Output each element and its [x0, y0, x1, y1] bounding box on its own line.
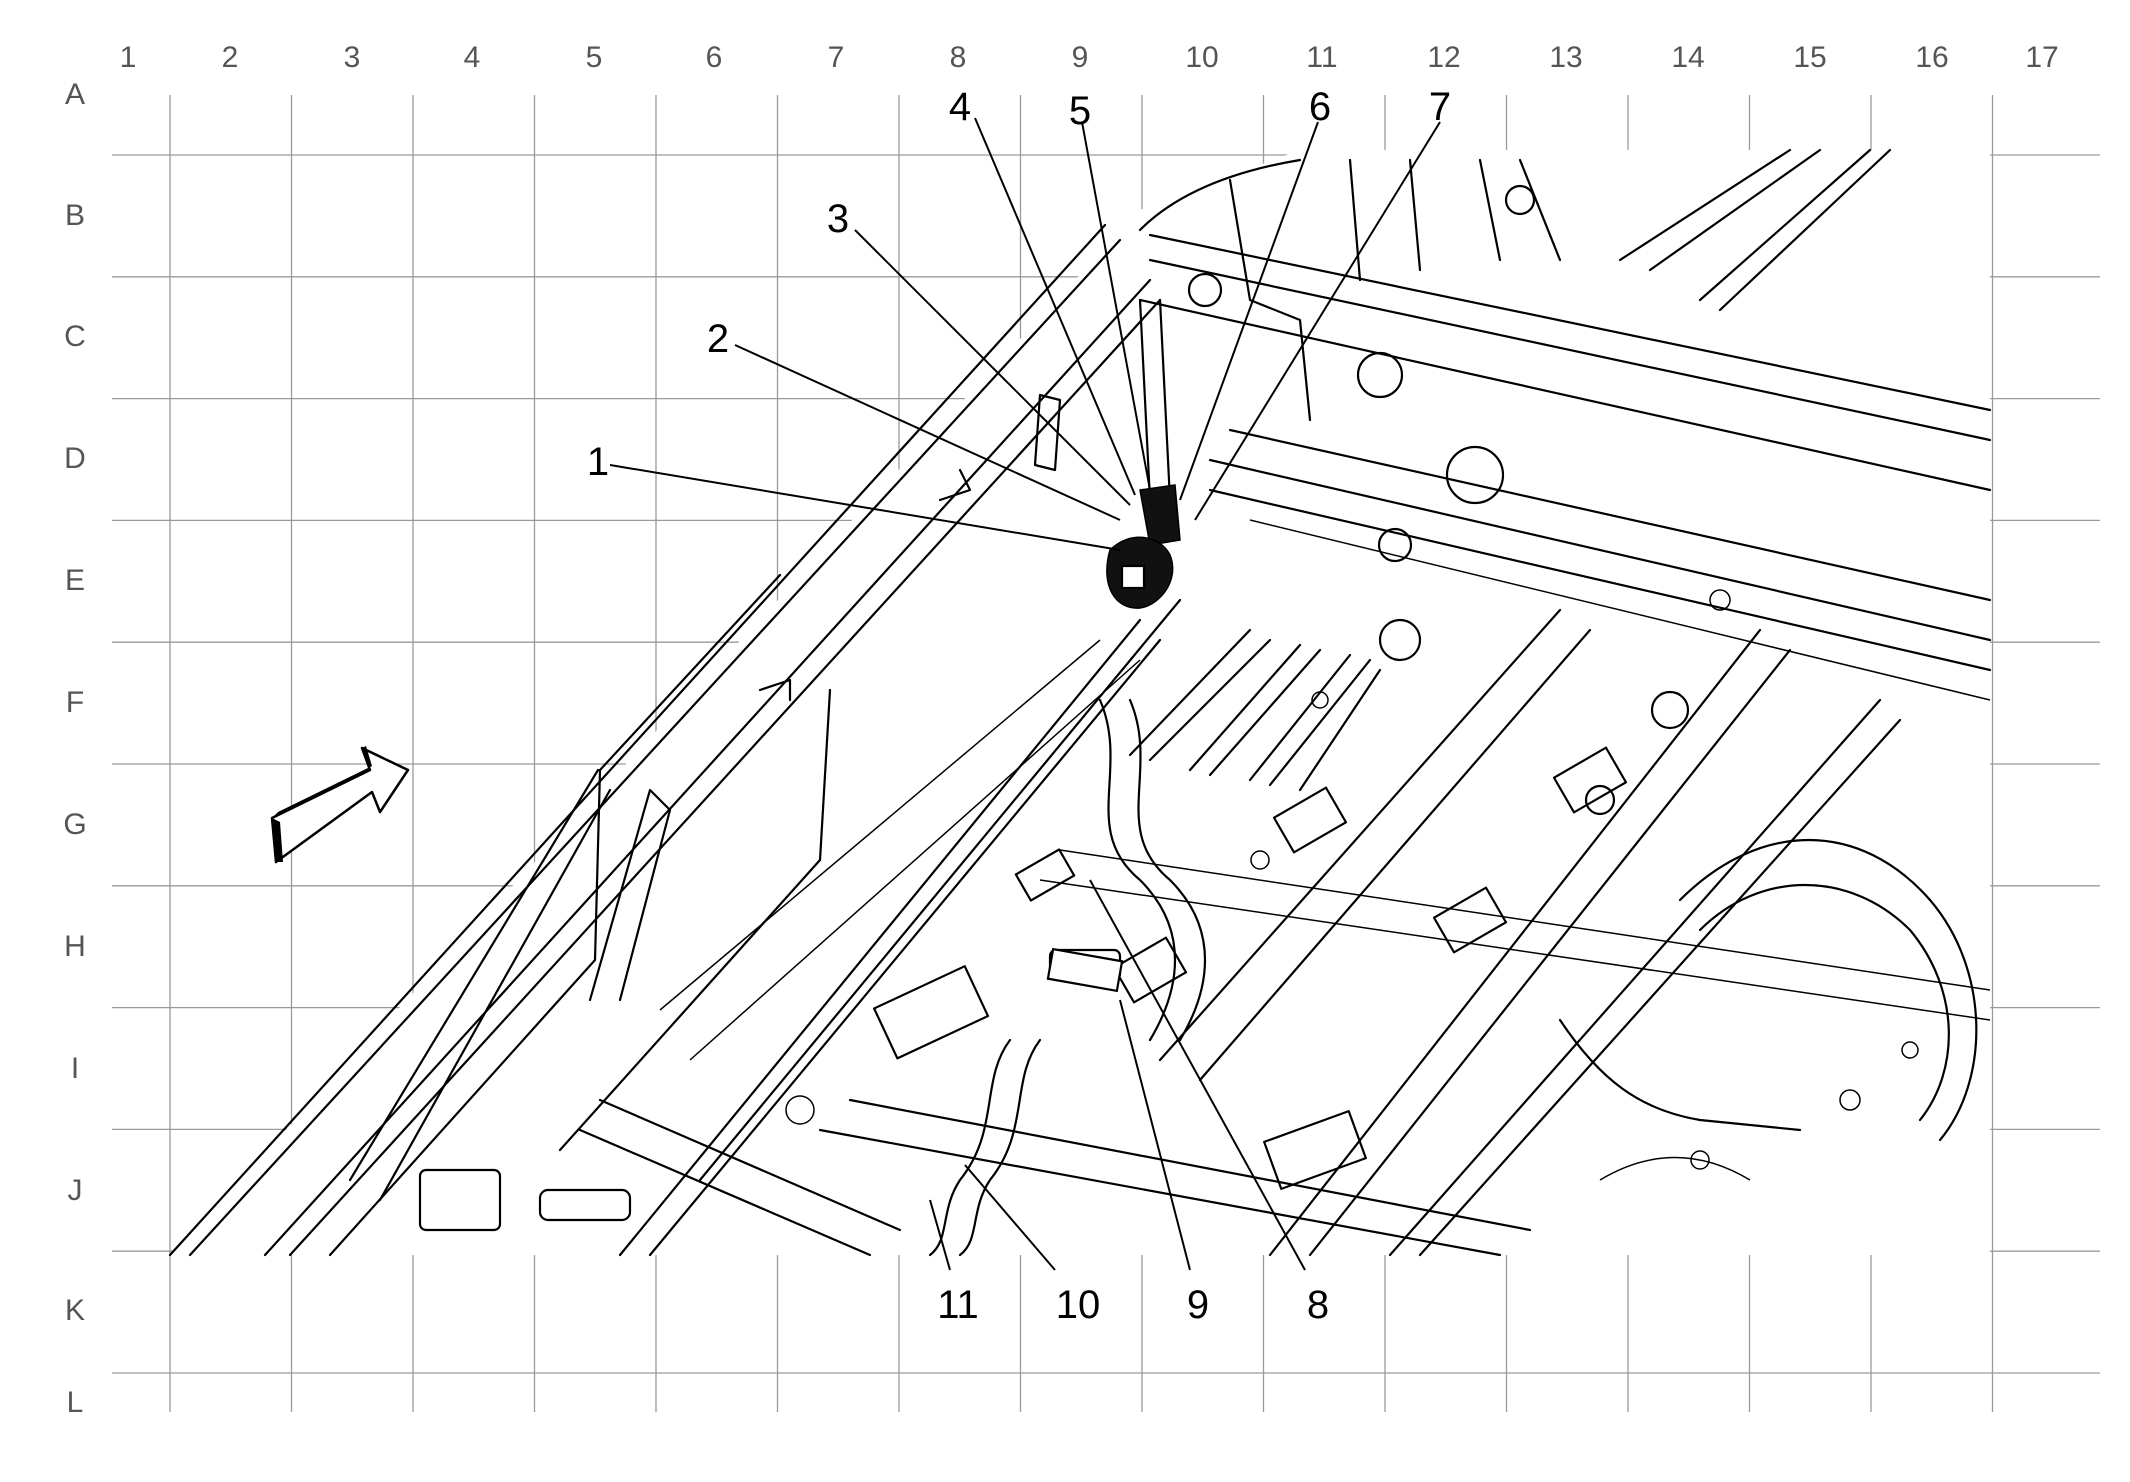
callout-3: 3	[827, 197, 849, 241]
callout-4: 4	[949, 85, 971, 129]
leader-11	[929, 1199, 951, 1271]
leader-10	[964, 1164, 1056, 1271]
grid-row-label: K	[65, 1294, 85, 1327]
grid-row-label: F	[66, 686, 84, 719]
grid-row-label: G	[63, 808, 86, 841]
grid-row-label: H	[64, 930, 86, 963]
callout-9: 9	[1187, 1283, 1209, 1327]
leader-5	[1081, 121, 1151, 491]
leader-2	[734, 344, 1121, 521]
grid-row-label: L	[67, 1386, 84, 1419]
grid-column-label: 15	[1793, 41, 1826, 74]
leader-3	[854, 229, 1131, 506]
grid-column-label: 5	[586, 41, 603, 74]
grid-row-label: A	[65, 78, 85, 111]
grid-column-label: 8	[950, 41, 967, 74]
leader-lines	[609, 117, 1441, 1271]
callout-8: 8	[1307, 1283, 1329, 1327]
grid-column-label: 4	[464, 41, 481, 74]
grid-column-label: 11	[1306, 41, 1337, 74]
callout-11: 11	[937, 1283, 979, 1327]
leader-9	[1119, 999, 1191, 1271]
grid-column-label: 1	[120, 41, 137, 74]
vehicle-underbody-drawing	[168, 148, 1992, 1257]
leader-4	[974, 117, 1136, 496]
callout-2: 2	[707, 317, 729, 361]
callout-7: 7	[1429, 85, 1451, 129]
leader-6	[1179, 121, 1319, 501]
grid-column-label: 10	[1185, 41, 1218, 74]
grid-row-label: B	[65, 199, 85, 232]
callout-labels: 1 2 3 4 5 6 7 8 9 10 11	[587, 85, 1451, 1327]
leader-1	[609, 464, 1121, 551]
grid-column-label: 14	[1671, 41, 1704, 74]
grid-column-label: 17	[2025, 41, 2058, 74]
grid-row-label: C	[64, 320, 86, 353]
grid-row-label: I	[71, 1052, 79, 1085]
grid-row-label: J	[68, 1174, 83, 1207]
callout-5: 5	[1069, 89, 1091, 133]
grid-row-label: E	[65, 564, 85, 597]
grid-column-label: 13	[1549, 41, 1582, 74]
grid-column-label: 12	[1427, 41, 1460, 74]
grid-column-label: 2	[222, 41, 239, 74]
grid-column-label: 3	[344, 41, 361, 74]
callout-10: 10	[1056, 1283, 1101, 1327]
grid-column-label: 6	[706, 41, 723, 74]
grid-row-label: D	[64, 442, 86, 475]
grid-column-label: 9	[1072, 41, 1089, 74]
leader-7	[1194, 121, 1441, 521]
grid-column-label: 7	[828, 41, 845, 74]
callout-6: 6	[1309, 85, 1331, 129]
leader-8	[1089, 879, 1306, 1271]
callout-1: 1	[587, 440, 609, 484]
direction-arrow-icon	[270, 746, 410, 864]
grid-column-label: 16	[1915, 41, 1948, 74]
